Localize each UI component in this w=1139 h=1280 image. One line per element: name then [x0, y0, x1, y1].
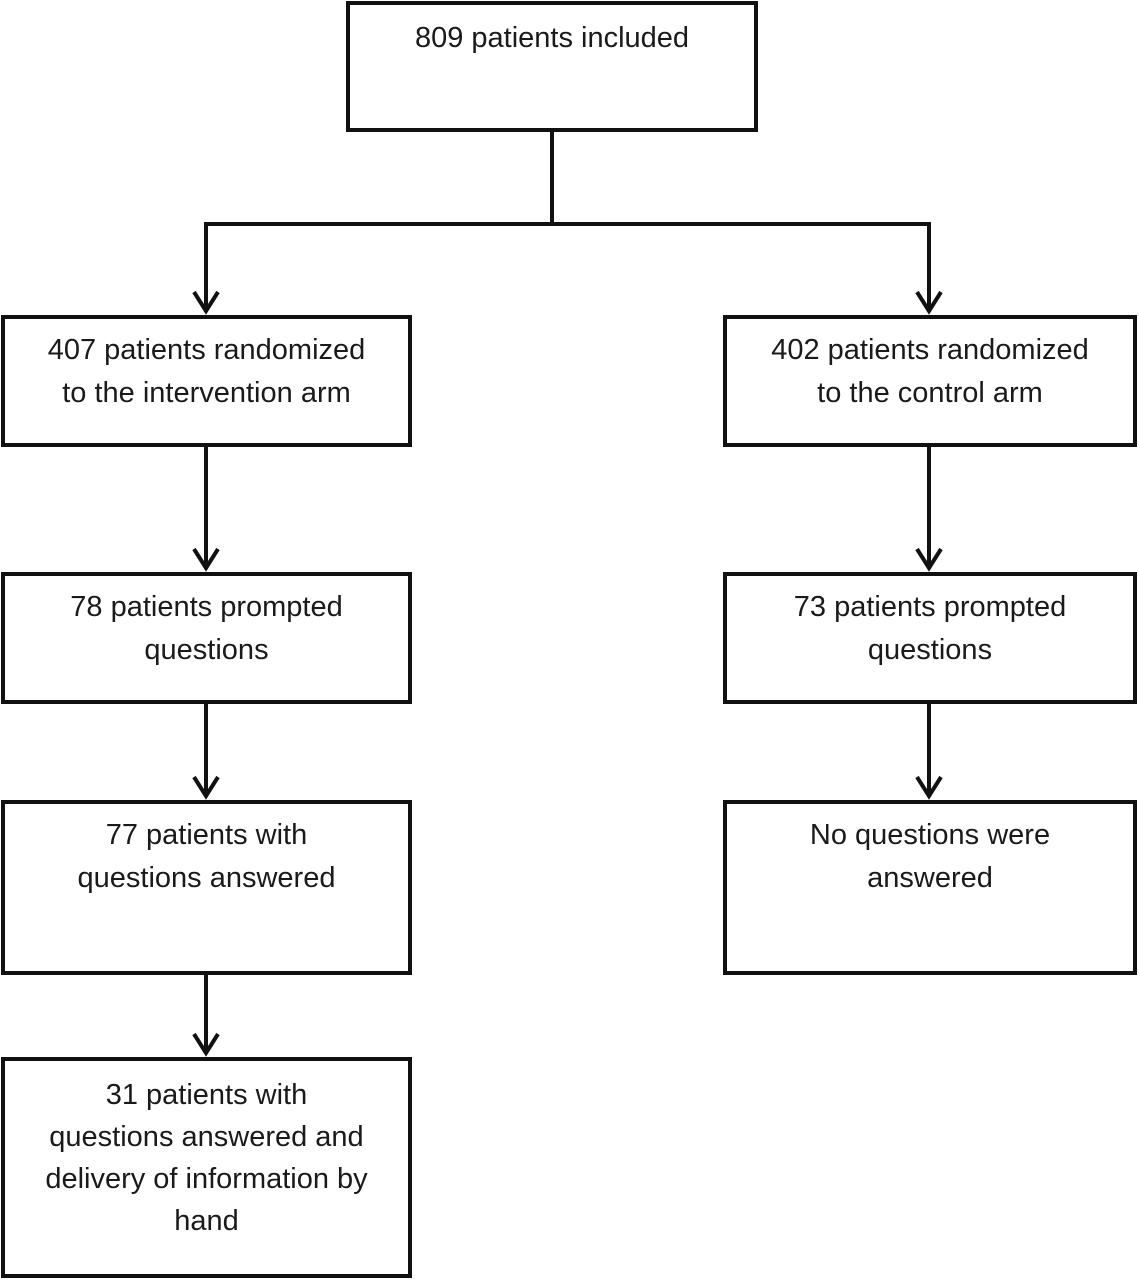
- box-intervention-prompted-text: 78 patients prompted questions: [70, 591, 343, 666]
- arrowhead-right-control: [915, 290, 943, 315]
- box-control-randomized: 402 patients randomized to the control a…: [723, 315, 1137, 447]
- arrowhead-interv-prompted: [192, 547, 220, 572]
- box-patients-included-text: 809 patients included: [414, 22, 690, 54]
- arrowhead-control-answered: [915, 775, 943, 800]
- box-intervention-prompted: 78 patients prompted questions: [1, 572, 412, 704]
- box-intervention-answered: 77 patients with questions answered: [1, 800, 412, 975]
- box-intervention-randomized-text: 407 patients randomized to the intervent…: [47, 334, 366, 409]
- arrowhead-interv-delivered: [192, 1032, 220, 1057]
- box-intervention-randomized: 407 patients randomized to the intervent…: [1, 315, 412, 447]
- box-control-randomized-text: 402 patients randomized to the control a…: [771, 334, 1089, 409]
- box-control-answered-text: No questions were answered: [809, 819, 1051, 894]
- box-control-prompted-text: 73 patients prompted questions: [793, 591, 1067, 666]
- arrowhead-left-interv: [192, 290, 220, 315]
- box-intervention-delivered-by-hand: 31 patients with questions answered and …: [1, 1057, 412, 1278]
- arrowhead-interv-answered: [192, 775, 220, 800]
- box-intervention-delivered-by-hand-text: 31 patients with questions answered and …: [45, 1079, 368, 1237]
- arrowhead-control-prompted: [915, 547, 943, 572]
- box-intervention-answered-text: 77 patients with questions answered: [77, 819, 336, 894]
- box-control-answered: No questions were answered: [723, 800, 1137, 975]
- box-control-prompted: 73 patients prompted questions: [723, 572, 1137, 704]
- box-patients-included: 809 patients included: [346, 1, 758, 132]
